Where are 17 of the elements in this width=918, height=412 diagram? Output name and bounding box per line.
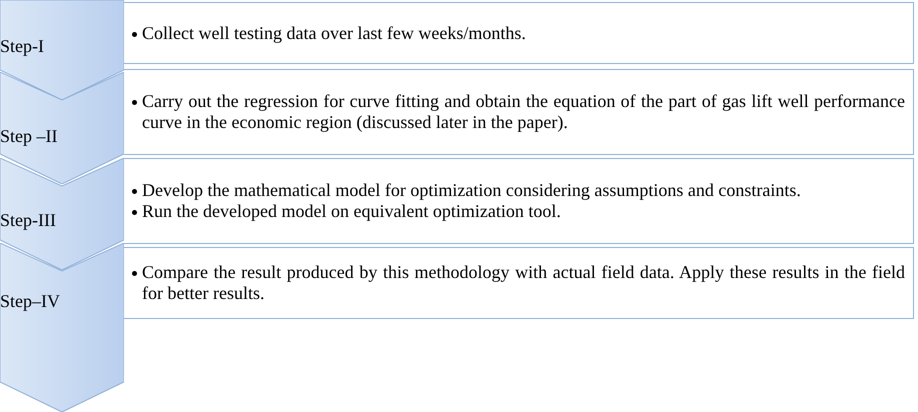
- text-panel: [124, 69, 914, 155]
- step-label: Step-III: [0, 210, 56, 231]
- bullet-text: Carry out the regression for curve fitting and obtain the equation of the part of gas lift well performance curve in the economic region (discussed later in the paper).: [142, 91, 905, 133]
- step-label: Step–IV: [0, 291, 60, 312]
- step-label: Step –II: [0, 126, 58, 147]
- bullet-text: Collect well testing data over last few weeks/months.: [142, 22, 527, 44]
- bullet-text: Develop the mathematical model for optimization considering assumptions and constraints.: [142, 180, 802, 201]
- step-label: Step-I: [0, 36, 44, 57]
- chevron-shape: [0, 72, 124, 184]
- bullet-text: Compare the result produced by this methodology with actual field data. Apply these results in the field for better results.: [142, 262, 905, 304]
- bullet-text: Run the developed model on equivalent optimization tool.: [142, 201, 562, 222]
- chevron-shape: [0, 0, 124, 100]
- chevron-shape: [0, 243, 124, 412]
- chevron-shape: [0, 158, 124, 270]
- text-panel: [124, 247, 914, 319]
- text-panel: [124, 2, 914, 64]
- text-panel: [124, 158, 914, 244]
